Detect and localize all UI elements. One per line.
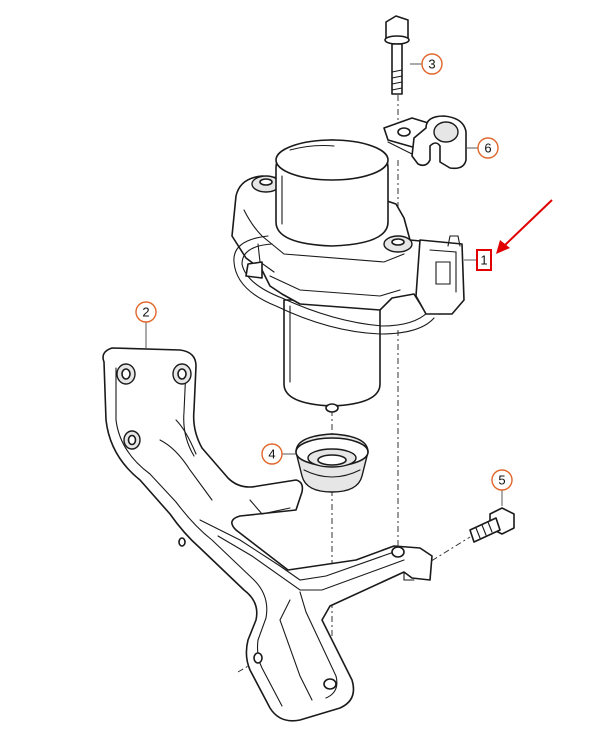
callout-1[interactable]: 1 bbox=[476, 249, 492, 271]
callout-1-label: 1 bbox=[480, 253, 487, 268]
callout-leaders bbox=[145, 63, 503, 506]
bracket-part bbox=[102, 347, 433, 722]
callout-5[interactable]: 5 bbox=[491, 469, 513, 491]
callout-5-label: 5 bbox=[498, 473, 505, 488]
callout-6[interactable]: 6 bbox=[477, 137, 499, 159]
bolt-part bbox=[384, 15, 410, 95]
callout-2[interactable]: 2 bbox=[135, 301, 157, 323]
callout-4[interactable]: 4 bbox=[261, 443, 283, 465]
callout-3-label: 3 bbox=[428, 57, 435, 72]
callout-6-label: 6 bbox=[484, 141, 491, 156]
callout-2-label: 2 bbox=[142, 305, 149, 320]
red-pointer-arrow-icon bbox=[496, 199, 553, 254]
callout-4-label: 4 bbox=[268, 447, 275, 462]
damper-grommet-part bbox=[295, 433, 369, 493]
vacuum-pump-part bbox=[231, 139, 465, 413]
screw-part bbox=[469, 507, 515, 543]
callout-3[interactable]: 3 bbox=[421, 53, 443, 75]
retaining-clip-part bbox=[383, 115, 467, 170]
